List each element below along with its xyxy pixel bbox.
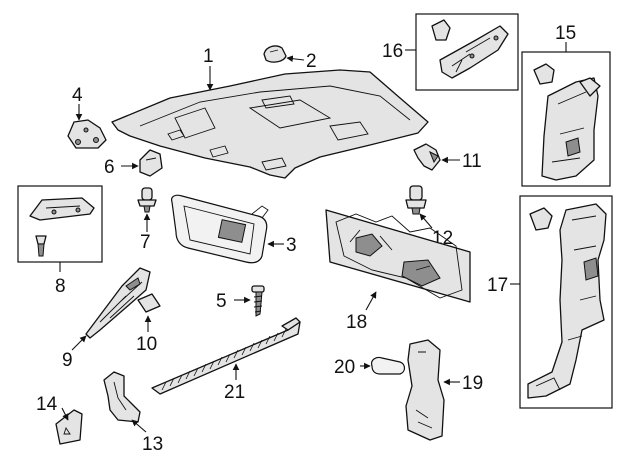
callout-3[interactable]: 3 xyxy=(286,235,297,256)
leader-5: 5 xyxy=(216,291,251,312)
leader-4: 4 xyxy=(72,85,83,121)
part-8-box xyxy=(17,185,103,272)
part-16-box xyxy=(415,13,519,91)
callout-19[interactable]: 19 xyxy=(462,373,483,394)
leader-9: 9 xyxy=(62,335,87,371)
back-panel-part-18 xyxy=(325,209,471,303)
leader-6: 6 xyxy=(104,157,139,178)
callout-17[interactable]: 17 xyxy=(487,275,508,296)
leader-21: 21 xyxy=(224,363,245,403)
clip-part-11 xyxy=(413,143,441,171)
bracket-part-4 xyxy=(67,119,107,149)
leader-20: 20 xyxy=(334,357,371,378)
leader-7: 7 xyxy=(140,213,151,253)
clip-part-2 xyxy=(263,45,287,63)
trim-part-14 xyxy=(55,409,83,445)
pillar-trim-part-19 xyxy=(405,339,445,441)
leader-1: 1 xyxy=(203,46,214,91)
leader-15: 15 xyxy=(555,23,576,52)
callout-5[interactable]: 5 xyxy=(216,291,227,312)
callout-4[interactable]: 4 xyxy=(72,85,83,106)
part-17-box xyxy=(519,195,613,409)
callout-7[interactable]: 7 xyxy=(140,232,151,253)
leader-17: 17 xyxy=(487,275,520,296)
callout-16[interactable]: 16 xyxy=(382,41,403,62)
leader-13: 13 xyxy=(131,419,163,455)
push-pin-part-7 xyxy=(137,187,157,213)
leader-10: 10 xyxy=(136,315,157,355)
trim-part-9 xyxy=(85,267,151,339)
sun-visor-part-3 xyxy=(171,194,269,264)
headliner-part xyxy=(111,69,429,179)
callout-20[interactable]: 20 xyxy=(334,357,355,378)
callout-9[interactable]: 9 xyxy=(62,350,73,371)
leader-18: 18 xyxy=(346,291,377,333)
leader-19: 19 xyxy=(443,373,483,394)
callout-2[interactable]: 2 xyxy=(306,51,317,72)
callout-18[interactable]: 18 xyxy=(346,312,367,333)
push-pin-part-12 xyxy=(405,185,427,215)
callout-15[interactable]: 15 xyxy=(555,23,576,44)
callout-11[interactable]: 11 xyxy=(462,151,482,172)
part-15-box xyxy=(521,51,611,187)
leader-2: 2 xyxy=(286,51,317,72)
callout-1[interactable]: 1 xyxy=(203,46,214,67)
strip-part-21 xyxy=(151,317,301,395)
leader-14: 14 xyxy=(36,394,69,421)
pad-part-10 xyxy=(137,293,161,313)
leader-16: 16 xyxy=(382,41,416,62)
clip-part-6 xyxy=(139,149,163,177)
callout-6[interactable]: 6 xyxy=(104,157,115,178)
callout-8[interactable]: 8 xyxy=(55,276,66,297)
callout-10[interactable]: 10 xyxy=(136,334,157,355)
bracket-part-13 xyxy=(103,371,141,423)
leader-3: 3 xyxy=(267,235,297,256)
callout-13[interactable]: 13 xyxy=(142,434,163,455)
screw-part-5 xyxy=(251,285,265,317)
pad-part-20 xyxy=(371,356,406,375)
callout-14[interactable]: 14 xyxy=(36,394,58,415)
leader-11: 11 xyxy=(441,151,482,172)
callout-21[interactable]: 21 xyxy=(224,382,245,403)
